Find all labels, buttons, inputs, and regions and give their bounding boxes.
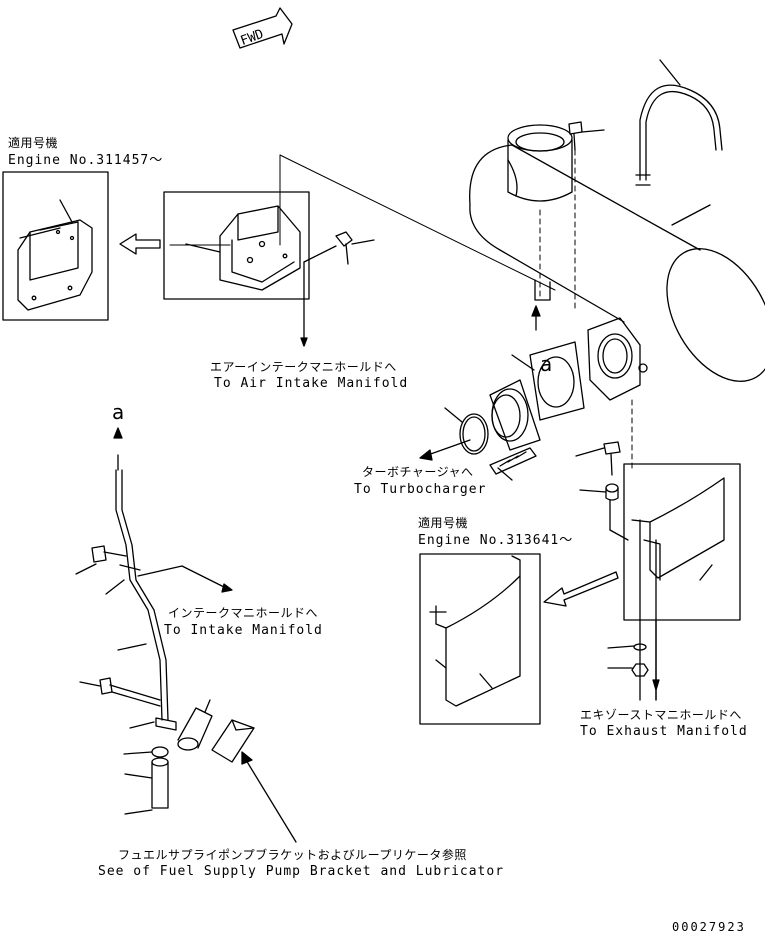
bracket-callout-box-3 [419, 553, 541, 725]
turbo-jp: ターボチャージャへ [362, 465, 474, 479]
exhaust-jp: エキゾーストマニホールドへ [580, 708, 742, 722]
turbo-en: To Turbocharger [354, 482, 487, 497]
drawing-number: 00027923 [672, 920, 746, 934]
engine-no-2-jp: 適用号機 [418, 516, 469, 530]
exhaust-en: To Exhaust Manifold [580, 724, 748, 739]
right-fasteners [575, 441, 629, 541]
air-intake-jp: エアーインテークマニホールドへ [210, 360, 397, 374]
reference-jp: フュエルサプライポンプブラケットおよびループリケータ参照 [118, 848, 467, 862]
heat-shield-box [623, 463, 741, 701]
hollow-arrow-down-left-icon [543, 571, 619, 607]
intake-en: To Intake Manifold [164, 623, 323, 638]
air-intake-en: To Air Intake Manifold [214, 376, 409, 391]
bracket-box-2 [163, 191, 375, 347]
hollow-arrow-left-icon [119, 233, 161, 255]
engine-no-1-jp: 適用号機 [8, 136, 59, 150]
fuel-pipe-assembly [75, 427, 297, 843]
turbo-connection [419, 305, 585, 481]
marker-a-top: a [112, 400, 125, 424]
intake-jp: インテークマニホールドへ [168, 606, 319, 620]
fwd-arrow-icon: FWD [232, 7, 293, 49]
reference-en: See of Fuel Supply Pump Bracket and Lubr… [98, 864, 505, 879]
leader-lines [169, 154, 556, 291]
bracket-callout-box-1 [2, 171, 109, 321]
washer-nut [607, 619, 660, 691]
engine-no-1-en: Engine No.311457〜 [8, 153, 164, 168]
fwd-label: FWD [239, 27, 266, 49]
marker-a-mid: a [540, 352, 553, 376]
muffler [469, 59, 765, 471]
engine-no-2-en: Engine No.313641〜 [418, 533, 574, 548]
